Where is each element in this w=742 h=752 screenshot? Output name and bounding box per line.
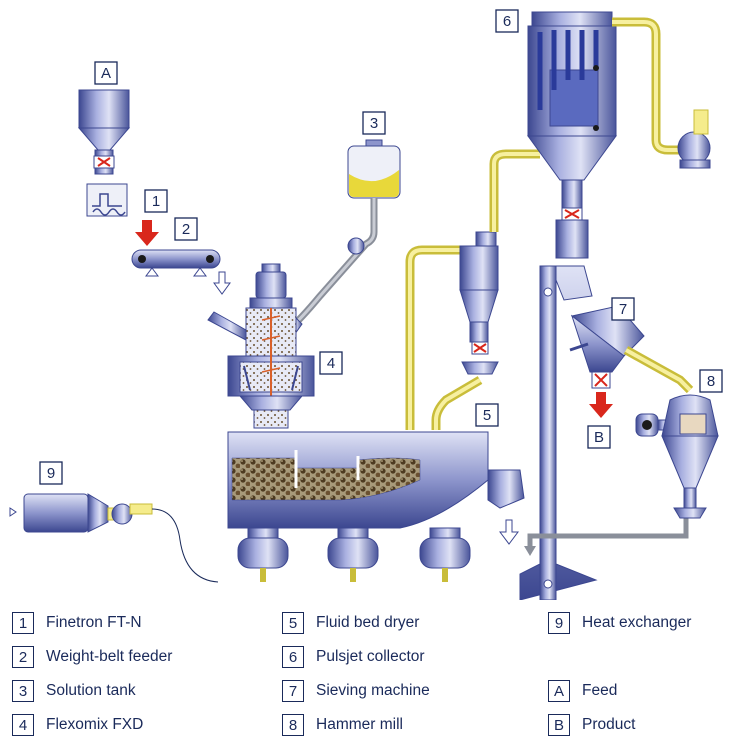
- legend-number: 6: [282, 646, 304, 668]
- cyclone: [459, 231, 499, 375]
- legend: 1 Finetron FT-N 2 Weight-belt feeder 3 S…: [0, 600, 742, 752]
- legend-item-2: 2 Weight-belt feeder: [12, 644, 172, 670]
- badge-4: 4: [319, 351, 343, 375]
- legend-number: 3: [12, 680, 34, 702]
- legend-label: Sieving machine: [316, 682, 430, 699]
- svg-text:A: A: [101, 65, 111, 82]
- legend-number: 7: [282, 680, 304, 702]
- finetron-feeder-symbol: [86, 183, 128, 217]
- hammer-mill: [635, 394, 719, 519]
- legend-number: A: [548, 680, 570, 702]
- badge-1: 1: [144, 189, 168, 213]
- svg-text:6: 6: [503, 13, 511, 30]
- svg-text:B: B: [594, 429, 604, 446]
- legend-number: B: [548, 714, 570, 736]
- svg-text:3: 3: [370, 115, 378, 132]
- svg-text:9: 9: [47, 465, 55, 482]
- legend-label: Finetron FT-N: [46, 614, 142, 631]
- badge-A: A: [94, 61, 118, 85]
- product-arrow: [589, 392, 613, 418]
- badge-5: 5: [475, 403, 499, 427]
- legend-number: 4: [12, 714, 34, 736]
- legend-label: Hammer mill: [316, 716, 403, 733]
- legend-item-1: 1 Finetron FT-N: [12, 610, 142, 636]
- legend-item-4: 4 Flexomix FXD: [12, 712, 143, 738]
- badge-6: 6: [495, 9, 519, 33]
- process-flow-diagram: A 1 2 3 4 5 6 7 8 9 B: [9, 9, 723, 600]
- legend-label: Flexomix FXD: [46, 716, 144, 733]
- legend-label: Weight-belt feeder: [46, 648, 173, 665]
- badge-2: 2: [174, 217, 198, 241]
- legend-label: Feed: [582, 682, 618, 699]
- fluid-bed-dryer: [218, 431, 525, 586]
- bucket-elevator: [519, 265, 598, 600]
- badge-7: 7: [611, 297, 635, 321]
- exhaust-fan: [677, 109, 711, 169]
- feed-arrow: [135, 220, 159, 246]
- legend-item-6: 6 Pulsjet collector: [282, 644, 425, 670]
- svg-text:2: 2: [182, 221, 190, 238]
- legend-label: Solution tank: [46, 682, 136, 699]
- pulsjet-collector: [527, 11, 617, 259]
- feed-hopper: [77, 89, 131, 175]
- legend-label: Product: [582, 716, 636, 733]
- badge-3: 3: [362, 111, 386, 135]
- legend-item-5: 5 Fluid bed dryer: [282, 610, 419, 636]
- legend-label: Heat exchanger: [582, 614, 692, 631]
- svg-text:7: 7: [619, 301, 627, 318]
- legend-number: 1: [12, 612, 34, 634]
- legend-item-9: 9 Heat exchanger: [548, 610, 691, 636]
- legend-number: 8: [282, 714, 304, 736]
- legend-item-B: B Product: [548, 712, 635, 738]
- badge-9: 9: [39, 461, 63, 485]
- legend-item-8: 8 Hammer mill: [282, 712, 403, 738]
- legend-item-3: 3 Solution tank: [12, 678, 136, 704]
- badge-8: 8: [699, 369, 723, 393]
- legend-number: 2: [12, 646, 34, 668]
- legend-number: 9: [548, 612, 570, 634]
- svg-text:8: 8: [707, 373, 715, 390]
- legend-label: Pulsjet collector: [316, 648, 425, 665]
- legend-item-A: A Feed: [548, 678, 617, 704]
- svg-text:1: 1: [152, 193, 160, 210]
- legend-number: 5: [282, 612, 304, 634]
- heat-exchanger: [9, 493, 153, 533]
- flexomix-mixer: [207, 263, 315, 429]
- solution-tank: [287, 139, 401, 331]
- legend-item-7: 7 Sieving machine: [282, 678, 430, 704]
- weight-belt-feeder: [131, 249, 221, 277]
- legend-label: Fluid bed dryer: [316, 614, 420, 631]
- badge-B: B: [587, 425, 611, 449]
- svg-text:4: 4: [327, 355, 335, 372]
- svg-text:5: 5: [483, 407, 491, 424]
- flow-arrow-down: [213, 271, 231, 295]
- flow-arrow-discharge: [499, 519, 519, 545]
